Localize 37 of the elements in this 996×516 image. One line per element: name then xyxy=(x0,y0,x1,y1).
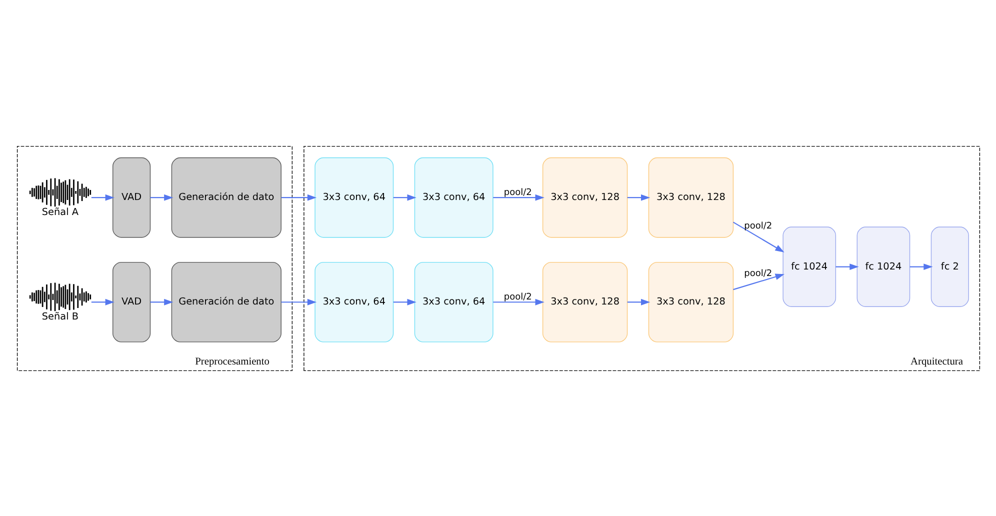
edge-label: pool/2 xyxy=(503,188,532,198)
node-box: VAD xyxy=(112,261,150,342)
arrow xyxy=(392,194,416,200)
arrow xyxy=(626,298,650,305)
arrow xyxy=(492,194,544,200)
node-label: Señal B xyxy=(41,311,78,322)
node-box: Generación de dato xyxy=(170,156,281,238)
node-box: fc 1024 xyxy=(782,226,836,306)
arrow xyxy=(732,273,784,290)
node-box: 3x3 conv, 128 xyxy=(542,261,628,342)
node-box: fc 2 xyxy=(930,226,968,306)
arrow xyxy=(150,194,173,200)
node-box: 3x3 conv, 128 xyxy=(648,156,734,238)
node-box: 3x3 conv, 128 xyxy=(542,156,628,238)
node-box: VAD xyxy=(112,156,150,238)
edge-label: pool/2 xyxy=(503,292,532,302)
node-box: 3x3 conv, 64 xyxy=(414,156,493,238)
arrow xyxy=(90,298,114,305)
arrow xyxy=(492,298,544,305)
arrow xyxy=(280,194,316,200)
arrow xyxy=(150,298,173,305)
edge-label: pool/2 xyxy=(744,268,772,279)
node-box: fc 1024 xyxy=(856,226,910,306)
edge-label: pool/2 xyxy=(744,220,772,231)
node-label: Señal A xyxy=(41,206,78,218)
node-box: 3x3 conv, 64 xyxy=(314,156,394,238)
arrow xyxy=(90,194,114,200)
arrow xyxy=(835,263,858,270)
arrow xyxy=(732,221,784,252)
arrow xyxy=(392,298,416,305)
arrow xyxy=(909,263,932,270)
arrow xyxy=(626,194,650,200)
arrow xyxy=(280,298,316,305)
node-box: 3x3 conv, 128 xyxy=(648,261,734,342)
node-box: 3x3 conv, 64 xyxy=(314,261,394,342)
node-box: 3x3 conv, 64 xyxy=(414,261,493,342)
node-box: Generación de dato xyxy=(170,261,281,342)
